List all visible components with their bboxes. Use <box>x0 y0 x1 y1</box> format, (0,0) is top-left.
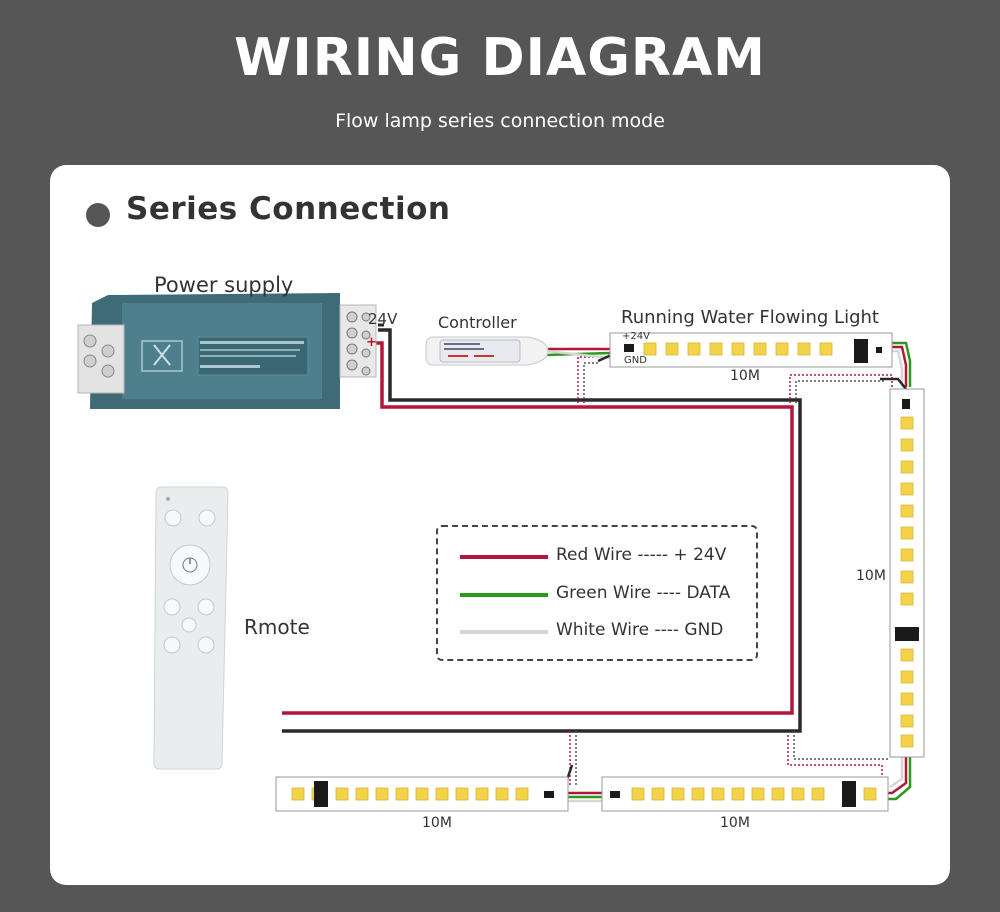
led-strip-top <box>609 332 893 368</box>
legend-swatch-green <box>460 593 548 597</box>
remote-control-icon <box>153 486 229 770</box>
length-label-bottom-middle: 10M <box>720 815 750 831</box>
voltage-label: 24V <box>368 310 398 328</box>
wire-legend: Red Wire ----- + 24V Green Wire ---- DAT… <box>436 525 758 661</box>
legend-item-white: White Wire ---- GND <box>460 619 750 643</box>
remote-label: Rmote <box>244 615 310 639</box>
strip-link-right-bottom <box>888 757 912 801</box>
power-supply-label: Power supply <box>154 273 294 297</box>
strip-link-top-right <box>880 341 912 390</box>
length-label-top: 10M <box>730 368 760 384</box>
legend-label-green: Green Wire ---- DATA <box>556 583 731 603</box>
legend-item-green: Green Wire ---- DATA <box>460 582 750 606</box>
page-subtitle: Flow lamp series connection mode <box>335 110 665 132</box>
controller-label: Controller <box>438 313 517 332</box>
diagram-card: Series Connection Power supply 24V + Con… <box>50 165 950 885</box>
legend-swatch-white <box>460 630 548 634</box>
dotted-wire-controller-2 <box>583 362 600 403</box>
strip-plus-label: +24V <box>622 331 650 342</box>
legend-item-red: Red Wire ----- + 24V <box>460 544 750 568</box>
plus-terminal-label: + <box>366 335 377 350</box>
led-strip-right <box>889 388 925 758</box>
dotted-wire-right-2 <box>795 380 886 403</box>
legend-swatch-red <box>460 555 548 559</box>
wiring-diagram <box>77 293 925 812</box>
dotted-wire-bottom-mid-2 <box>793 731 888 760</box>
power-supply-icon <box>77 293 384 409</box>
page-title: WIRING DIAGRAM <box>234 28 766 88</box>
red-wire-main <box>282 341 794 715</box>
strip-title-label: Running Water Flowing Light <box>621 307 879 328</box>
led-strip-bottom-left <box>275 776 569 812</box>
strip-link-bottom <box>564 764 602 803</box>
controller-icon <box>425 336 549 366</box>
legend-label-red: Red Wire ----- + 24V <box>556 545 727 565</box>
dotted-wire-right <box>789 374 893 403</box>
length-label-bottom-left: 10M <box>422 815 452 831</box>
strip-gnd-label: GND <box>624 355 647 366</box>
section-marker-icon <box>86 203 110 227</box>
led-strip-bottom-middle <box>601 776 889 812</box>
section-title: Series Connection <box>126 191 451 227</box>
black-wire-main <box>282 328 802 733</box>
legend-label-white: White Wire ---- GND <box>556 620 724 640</box>
main-wires <box>282 328 893 785</box>
dotted-wire-controller <box>577 356 595 403</box>
dotted-wire-bottom-mid <box>787 735 883 780</box>
length-label-right: 10M <box>856 568 886 584</box>
